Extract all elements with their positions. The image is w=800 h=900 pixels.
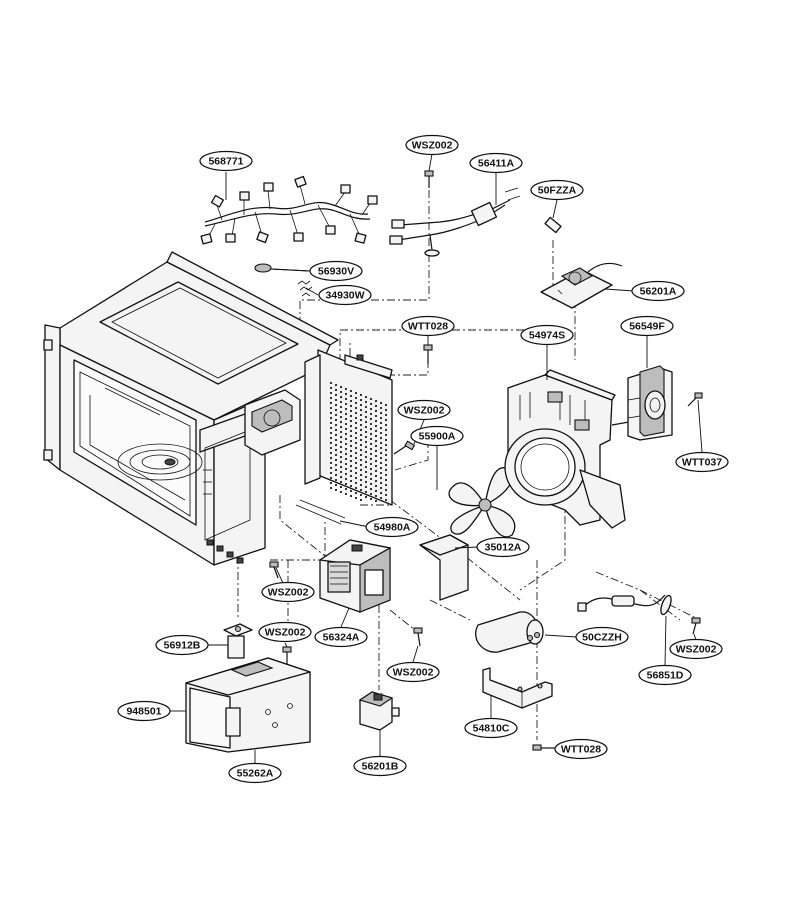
callout-wsz002-bottom: WSZ002	[386, 661, 440, 683]
screw-wsz002-right	[691, 617, 701, 635]
bracket-54810C	[482, 667, 553, 709]
callout-wtt037: WTT037	[675, 451, 729, 473]
part-number-label: WSZ002	[393, 667, 434, 679]
air-guide-35012A	[419, 534, 469, 601]
callout-55262a: 55262A	[228, 762, 282, 784]
part-number-label: WTT028	[408, 321, 448, 333]
callout-wsz002-low: WSZ002	[258, 621, 312, 643]
part-number-label: 54980A	[374, 522, 411, 534]
bracket-56549F	[627, 365, 673, 441]
screw-wsz002-bottom	[413, 627, 423, 647]
fan-duct-54974S	[504, 369, 641, 529]
part-number-label: WTT037	[682, 457, 722, 469]
wire-54980A	[295, 499, 346, 525]
screw-wtt028-mid	[423, 344, 433, 364]
callout-56930v: 56930V	[309, 260, 363, 282]
callout-50czzh: 50CZZH	[575, 626, 629, 648]
part-number-label: 50FZZA	[538, 185, 577, 197]
part-number-label: WSZ002	[265, 627, 306, 639]
part-number-label: WSZ002	[404, 405, 445, 417]
part-number-label: 55900A	[419, 431, 456, 443]
callout-56411a: 56411A	[469, 152, 523, 174]
spring-34930W	[297, 280, 313, 297]
vent-perforations	[330, 382, 387, 502]
callout-wsz002-top: WSZ002	[405, 134, 459, 156]
fan-blade-55900A	[448, 467, 516, 538]
callout-56549f: 56549F	[620, 315, 674, 337]
callout-wsz002-mid: WSZ002	[397, 399, 451, 421]
part-number-label: 56411A	[478, 158, 515, 170]
control-bracket-55262A	[185, 657, 311, 753]
part-number-label: WSZ002	[268, 587, 309, 599]
switch-56912B	[223, 623, 253, 659]
callout-54974s: 54974S	[520, 324, 574, 346]
callout-wsz002-right: WSZ002	[669, 638, 723, 660]
part-number-label: 56201B	[362, 761, 399, 773]
callout-55900a: 55900A	[410, 425, 464, 447]
callout-56912b: 56912B	[155, 634, 209, 656]
callout-948501: 948501	[117, 700, 171, 722]
screw-wtt028-bottom	[532, 744, 556, 751]
callout-wsz002-left: WSZ002	[261, 581, 315, 603]
part-number-label: 56324A	[323, 632, 360, 644]
part-number-label: 54810C	[473, 723, 510, 735]
part-number-label: 56549F	[629, 321, 665, 333]
magnetron-56324A	[319, 539, 391, 613]
part-number-label: WSZ002	[412, 140, 453, 152]
callout-56201a: 56201A	[631, 280, 685, 302]
part-number-label: 56201A	[640, 286, 677, 298]
part-number-label: 50CZZH	[582, 632, 622, 644]
part-number-label: 55262A	[237, 768, 274, 780]
callout-wtt028-mid: WTT028	[401, 315, 455, 337]
callout-50fzza: 50FZZA	[530, 179, 584, 201]
wire-harness-568771	[200, 175, 378, 245]
part-number-label: WTT028	[561, 744, 601, 756]
part-number-label: 35012A	[485, 542, 522, 554]
oven-cabinet	[43, 251, 393, 566]
screw-wsz002-top	[424, 170, 434, 188]
screw-wsz002-mid	[393, 440, 416, 455]
fuse-holder-56201A	[540, 262, 623, 309]
callout-54980a: 54980A	[365, 516, 419, 538]
callout-wtt028-bottom: WTT028	[554, 738, 608, 760]
capacitor-50CZZH	[475, 611, 544, 653]
harness-56411A	[389, 187, 521, 257]
fuse-holder-56201B	[358, 691, 400, 731]
part-number-label: WSZ002	[676, 644, 717, 656]
callout-56324a: 56324A	[314, 626, 368, 648]
screw-wsz002-left	[269, 561, 279, 579]
part-number-label: 56851D	[647, 670, 684, 682]
screw-wtt037	[687, 392, 703, 407]
callout-34930w: 34930W	[318, 284, 372, 306]
callout-56201b: 56201B	[353, 755, 407, 777]
part-number-label: 568771	[208, 156, 243, 168]
part-number-label: 34930W	[325, 290, 364, 302]
screw-wsz002-low	[282, 646, 292, 664]
part-number-label: 56930V	[318, 266, 354, 278]
part-number-label: 948501	[126, 706, 161, 718]
callout-568771: 568771	[199, 150, 253, 172]
callout-35012a: 35012A	[476, 536, 530, 558]
callout-54810c: 54810C	[464, 717, 518, 739]
diode-56851D	[577, 594, 672, 616]
leader-lines	[170, 153, 703, 763]
fuse-50FZZA	[544, 216, 562, 234]
part-number-label: 56912B	[164, 640, 201, 652]
callout-56851d: 56851D	[638, 664, 692, 686]
part-number-label: 54974S	[529, 330, 565, 342]
